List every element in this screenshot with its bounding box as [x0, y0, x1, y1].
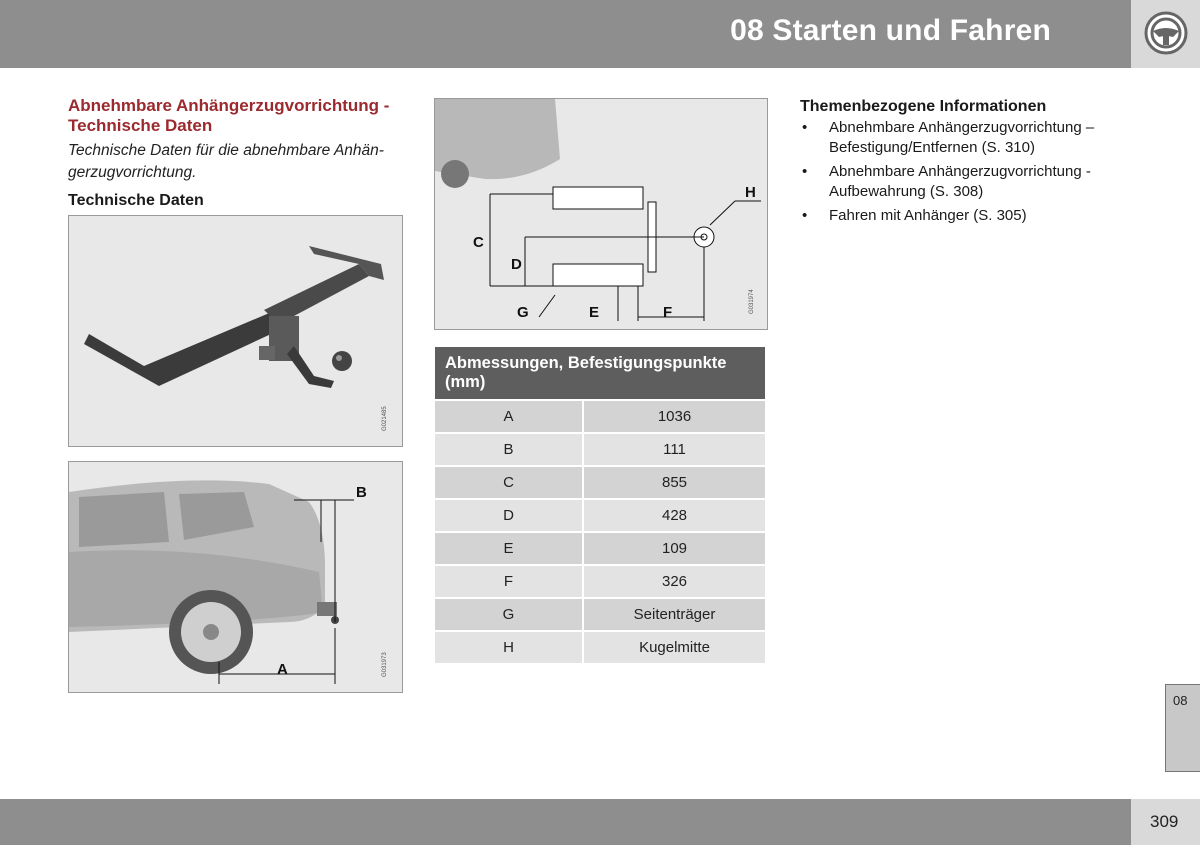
header-bar: 08 Starten und Fahren	[0, 0, 1131, 68]
towbar-illustration	[69, 216, 402, 446]
dimension-label-c: C	[473, 234, 484, 251]
table-row: D 428	[435, 500, 765, 531]
dimension-label-a: A	[277, 661, 288, 678]
related-link[interactable]: • Abnehmbare Anhängerzugvorrichtung - Au…	[800, 162, 1130, 202]
related-info-list: • Abnehmbare Anhängerzugvorrichtung – Be…	[800, 118, 1130, 230]
page-number: 309	[1150, 812, 1179, 831]
page-number-box	[1131, 799, 1200, 845]
bullet-icon: •	[802, 163, 808, 180]
table-cell-key: D	[435, 500, 582, 531]
table-header: Abmessungen, Befestigungspunkte (mm)	[435, 347, 765, 399]
technical-data-heading: Technische Daten	[68, 192, 204, 209]
dimension-label-h: H	[745, 184, 756, 201]
bullet-icon: •	[802, 207, 808, 224]
related-link-text[interactable]: Abnehmbare Anhängerzugvorrichtung – Befe…	[829, 119, 1095, 156]
related-link[interactable]: • Fahren mit Anhänger (S. 305)	[800, 206, 1130, 226]
chapter-tab-label: 08	[1173, 693, 1188, 708]
table-row: A 1036	[435, 401, 765, 432]
dimension-diagram: C D G E F H	[435, 99, 767, 329]
table-cell-key: H	[435, 632, 582, 663]
dimensions-table: A 1036 B 111 C 855 D 428 E 109 F 326 G S…	[435, 401, 765, 665]
related-link-text[interactable]: Abnehmbare Anhängerzugvorrichtung - Aufb…	[829, 163, 1091, 200]
figure-code: G031974	[749, 289, 755, 314]
table-cell-key: E	[435, 533, 582, 564]
dimension-label-e: E	[589, 304, 599, 321]
table-row: G Seitenträger	[435, 599, 765, 630]
table-cell-value: Kugelmitte	[584, 632, 765, 663]
table-cell-key: F	[435, 566, 582, 597]
table-cell-key: A	[435, 401, 582, 432]
table-cell-key: B	[435, 434, 582, 465]
table-cell-value: 1036	[584, 401, 765, 432]
table-row: E 109	[435, 533, 765, 564]
dimension-label-g: G	[517, 304, 529, 321]
table-cell-value: Seitenträger	[584, 599, 765, 630]
table-row: B 111	[435, 434, 765, 465]
article-title: Abnehmbare Anhängerzugvorrichtung - Tech…	[68, 96, 390, 135]
dimension-label-f: F	[663, 304, 672, 321]
footer-bar	[0, 799, 1131, 845]
article-intro: Technische Daten für die abnehmbare Anhä…	[68, 142, 384, 181]
table-row: F 326	[435, 566, 765, 597]
related-link[interactable]: • Abnehmbare Anhängerzugvorrichtung – Be…	[800, 118, 1130, 158]
towbar-figure: G021485	[68, 215, 403, 447]
table-cell-key: C	[435, 467, 582, 498]
table-row: C 855	[435, 467, 765, 498]
table-cell-value: 428	[584, 500, 765, 531]
table-row: H Kugelmitte	[435, 632, 765, 663]
table-cell-key: G	[435, 599, 582, 630]
chapter-title: 08 Starten und Fahren	[730, 14, 1051, 47]
related-link-text[interactable]: Fahren mit Anhänger (S. 305)	[829, 207, 1027, 224]
table-cell-value: 111	[584, 434, 765, 465]
chapter-tab: 08	[1165, 684, 1200, 772]
figure-code: G031973	[382, 652, 388, 677]
car-side-illustration: B A	[69, 462, 402, 692]
steering-wheel-icon	[1144, 11, 1188, 55]
table-cell-value: 326	[584, 566, 765, 597]
figure-code: G021485	[382, 406, 388, 431]
dimension-label-b: B	[356, 484, 367, 501]
dimension-diagram-figure: C D G E F H G031974	[434, 98, 768, 330]
related-info-heading: Themenbezogene Informationen	[800, 98, 1047, 115]
header-icon-box	[1131, 0, 1200, 68]
dimension-label-d: D	[511, 256, 522, 273]
table-cell-value: 855	[584, 467, 765, 498]
car-side-figure: B A G031973	[68, 461, 403, 693]
table-cell-value: 109	[584, 533, 765, 564]
bullet-icon: •	[802, 119, 808, 136]
